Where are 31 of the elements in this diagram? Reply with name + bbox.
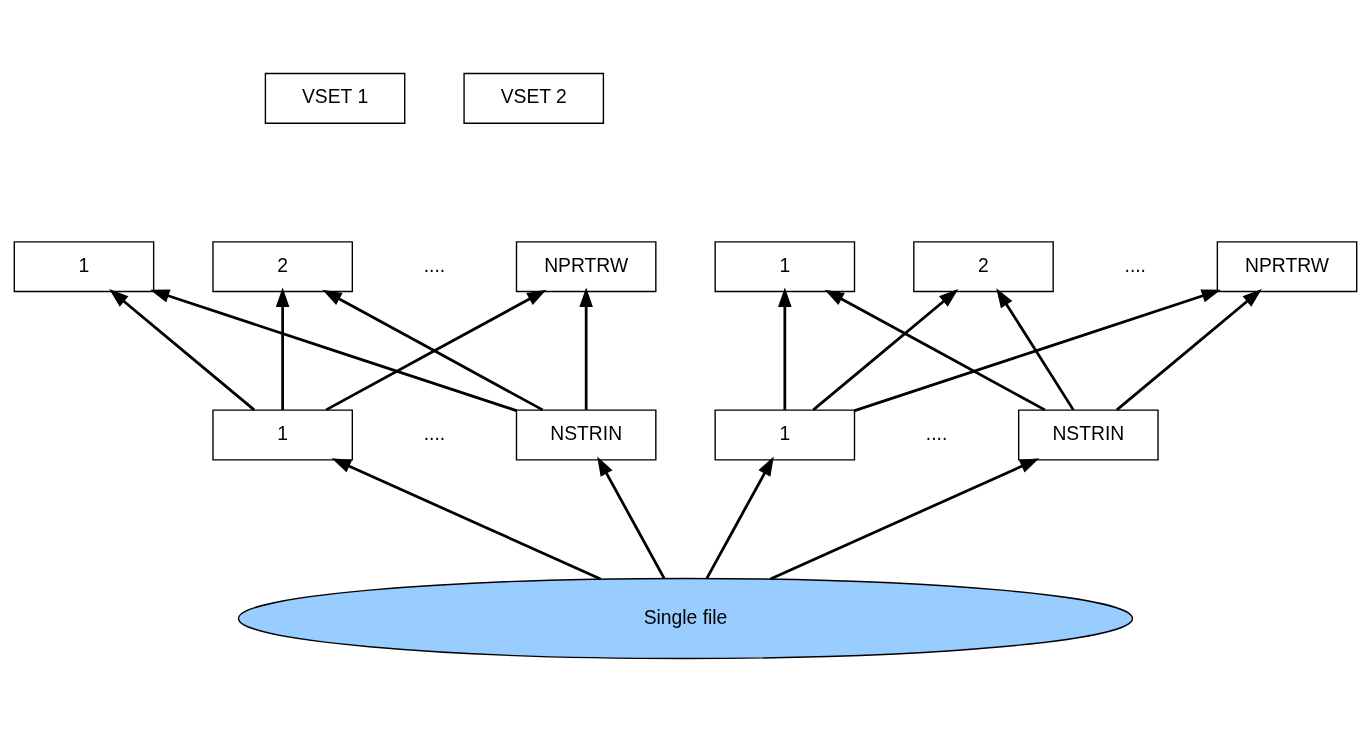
arrow (150, 288, 517, 412)
node-box: 2 (212, 240, 353, 292)
label: .... (1124, 254, 1146, 276)
label: .... (423, 422, 446, 444)
label: .... (925, 422, 948, 444)
arrow (778, 287, 792, 410)
arrow (854, 288, 1221, 412)
node-box: VSET 2 (463, 72, 605, 124)
arrow (579, 287, 593, 410)
node-box: NSTRIN (515, 408, 657, 460)
arrow (597, 455, 666, 579)
arrow (275, 287, 290, 410)
node-box: 1 (714, 408, 856, 460)
node-box: 2 (913, 240, 1054, 292)
node-box: VSET 1 (264, 72, 406, 124)
arrow (1115, 288, 1262, 411)
node-box: NSTRIN (1018, 408, 1159, 460)
node-box: 1 (13, 240, 155, 292)
arrow (705, 455, 774, 579)
arrow (996, 287, 1075, 411)
node-box: 1 (212, 408, 353, 460)
node-box: NPRTRW (515, 240, 657, 292)
arrow (769, 457, 1040, 580)
node-ellipse: Single file (237, 577, 1134, 659)
label: .... (423, 254, 446, 276)
arrow (812, 288, 959, 411)
node-box: 1 (714, 240, 856, 292)
arrow (824, 289, 1046, 411)
node-box: NPRTRW (1216, 240, 1358, 292)
arrow (109, 288, 256, 411)
arrow (331, 457, 602, 580)
